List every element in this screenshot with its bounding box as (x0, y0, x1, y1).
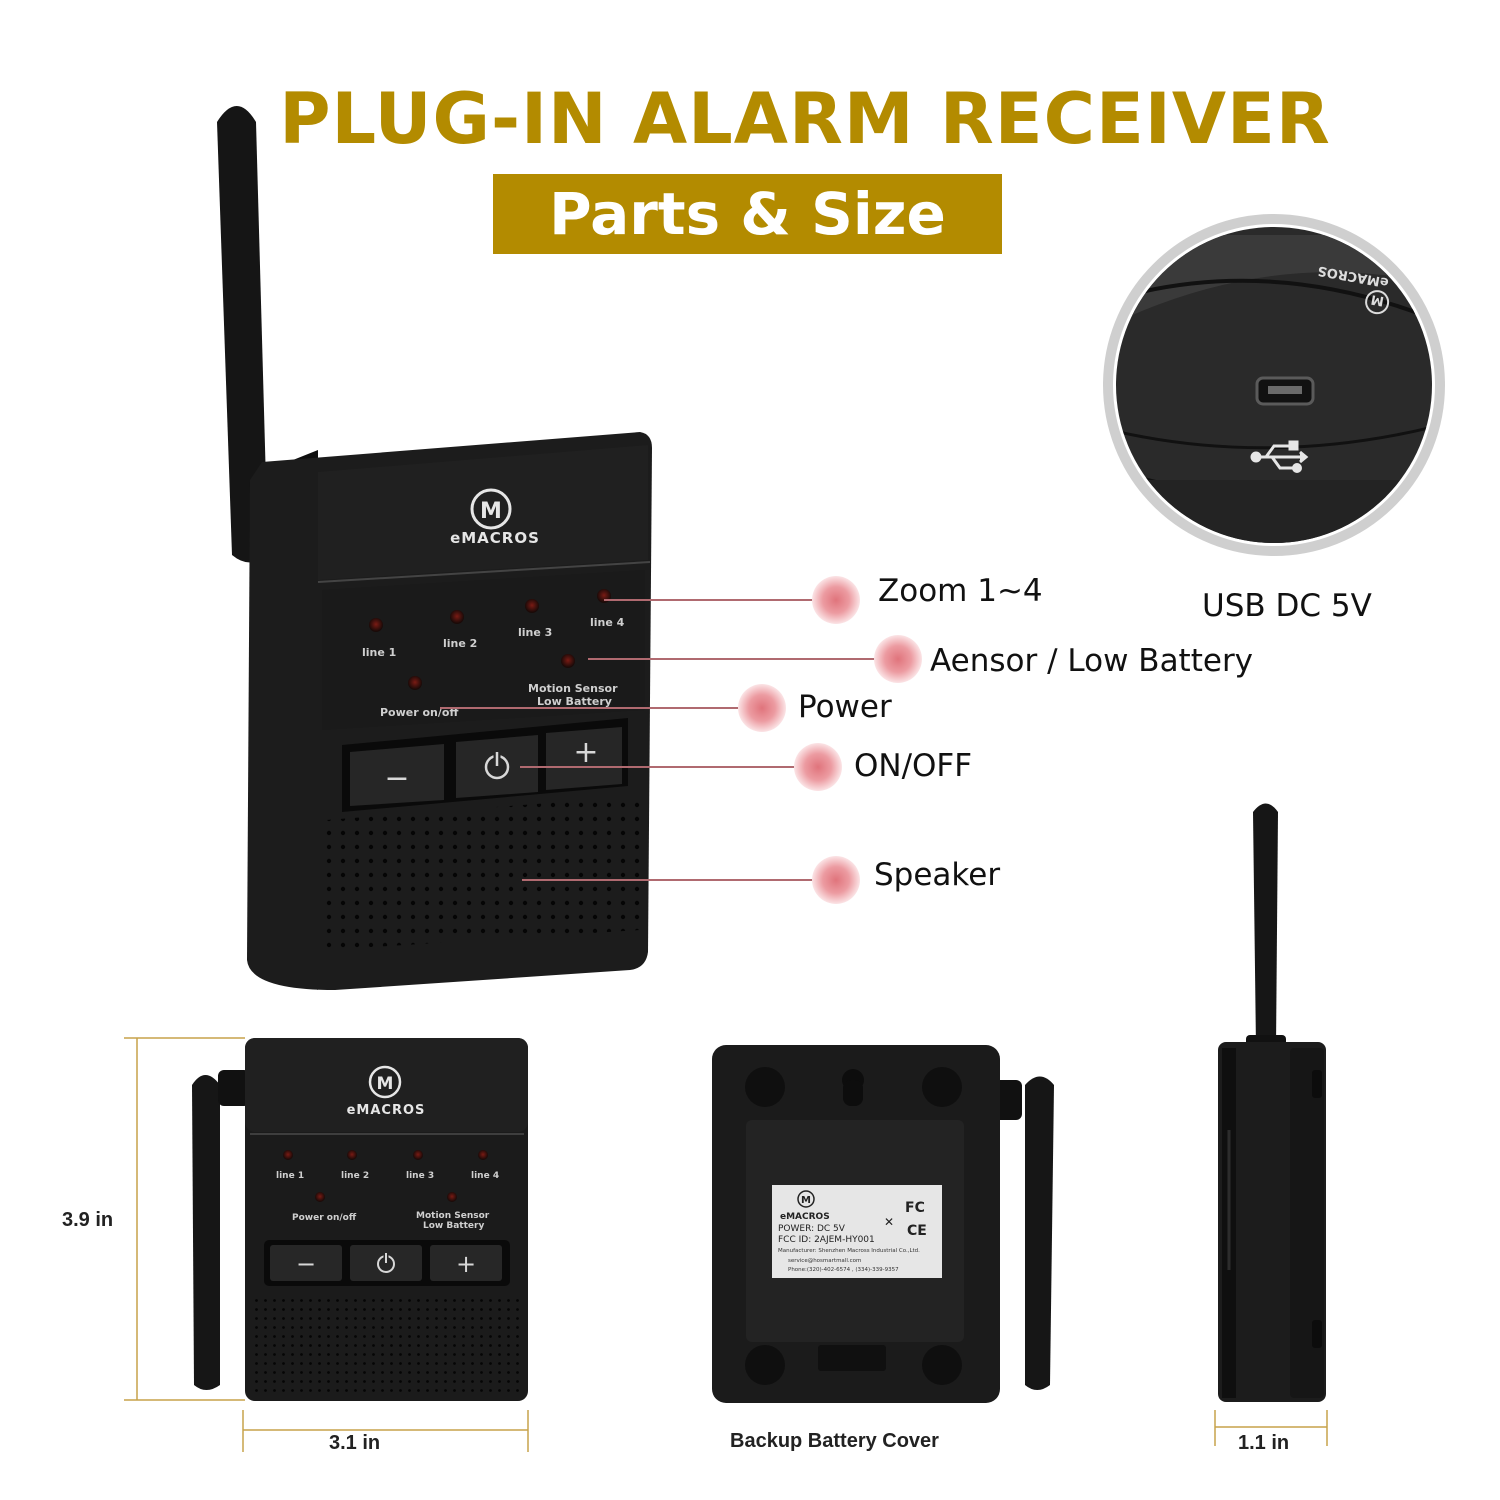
power-button (456, 735, 538, 798)
dimension-height: 3.9 in (62, 1209, 114, 1231)
subtitle: Parts & Size (549, 180, 946, 248)
side-antenna (1253, 803, 1278, 1048)
page-title: PLUG-IN ALARM RECEIVER (279, 78, 1331, 160)
power-label: Power on/off (380, 706, 458, 719)
callout-power: Power (798, 689, 892, 725)
side-view (1218, 803, 1326, 1402)
front-led-label-2: line 2 (341, 1171, 369, 1181)
led-label-line1: line 1 (362, 646, 396, 659)
callouts (440, 576, 922, 904)
back-label-power: POWER: DC 5V (778, 1224, 846, 1234)
front-view: M eMACROS line 1 line 2 line 3 line 4 Po… (192, 1038, 528, 1401)
back-label (772, 1185, 942, 1278)
minus-button (350, 744, 444, 806)
ce-mark-icon: CE (907, 1223, 927, 1239)
marker-zoom (812, 576, 860, 624)
antenna (217, 106, 268, 563)
callout-usb: USB DC 5V (1202, 588, 1372, 624)
usb-zoom-logo-m: M (1370, 291, 1385, 308)
plus-button (546, 727, 622, 790)
led-label-line2: line 2 (443, 637, 477, 650)
back-view-caption: Backup Battery Cover (730, 1430, 939, 1452)
usb-zoom-view: M eMACROS (1103, 214, 1445, 556)
led-sensor (561, 654, 575, 668)
callout-onoff: ON/OFF (854, 748, 973, 784)
front-sensor-label-2: Low Battery (423, 1221, 484, 1231)
speaker-grill (326, 796, 640, 950)
back-label-email: service@hosmartmall.com (788, 1258, 861, 1264)
back-label-fcc: FCC ID: 2AJEM-HY001 (778, 1235, 875, 1245)
callout-zoom: Zoom 1~4 (878, 573, 1043, 609)
led-label-line3: line 3 (518, 626, 552, 639)
back-antenna (1025, 1076, 1054, 1390)
dimension-depth: 1.1 in (1238, 1432, 1290, 1454)
led-label-line4: line 4 (590, 616, 625, 629)
back-view: M eMACROS POWER: DC 5V FCC ID: 2AJEM-HY0… (712, 1045, 1054, 1403)
front-led-label-1: line 1 (276, 1171, 304, 1181)
sensor-label-1: Motion Sensor (528, 682, 618, 695)
front-led-label-4: line 4 (471, 1171, 499, 1181)
marker-onoff (794, 743, 842, 791)
front-logo-m: M (377, 1074, 394, 1094)
front-plus-symbol: + (456, 1250, 476, 1278)
led-line3 (525, 599, 539, 613)
led-line2 (450, 610, 464, 624)
front-brand: eMACROS (347, 1103, 426, 1118)
led-power (408, 676, 422, 690)
front-power-label: Power on/off (292, 1213, 357, 1223)
marker-sensor (874, 635, 922, 683)
usb-icon (1250, 440, 1309, 473)
dimension-width: 3.1 in (329, 1432, 381, 1454)
brand-logo-m: M (480, 499, 502, 524)
front-sensor-label-1: Motion Sensor (416, 1211, 490, 1221)
plus-symbol: + (573, 735, 598, 770)
weee-bin-icon: ✕ (884, 1215, 894, 1229)
brand-name: eMACROS (450, 529, 540, 547)
marker-power (738, 684, 786, 732)
marker-speaker (812, 856, 860, 904)
back-label-manufacturer: Manufacturer: Shenzhen Macross Industria… (778, 1248, 920, 1254)
front-led-label-3: line 3 (406, 1171, 434, 1181)
back-label-brand: eMACROS (780, 1212, 830, 1222)
callout-sensor-low-battery: Aensor / Low Battery (930, 643, 1254, 679)
fc-mark-icon: FC (905, 1200, 925, 1216)
back-label-logo-m: M (801, 1195, 811, 1206)
battery-cover-latch (818, 1345, 886, 1371)
led-line1 (369, 618, 383, 632)
callout-speaker: Speaker (874, 857, 1001, 893)
subtitle-banner (493, 174, 1002, 254)
sensor-label-2: Low Battery (537, 695, 612, 708)
main-device: M eMACROS line 1 line 2 line 3 line 4 Po… (217, 106, 652, 990)
dimension-lines (124, 1037, 1328, 1452)
front-antenna (192, 1075, 220, 1390)
minus-symbol: − (384, 761, 409, 796)
back-label-phone: Phone:(320)-402-6574 , (334)-339-9357 (788, 1267, 899, 1273)
front-minus-symbol: − (296, 1250, 316, 1278)
